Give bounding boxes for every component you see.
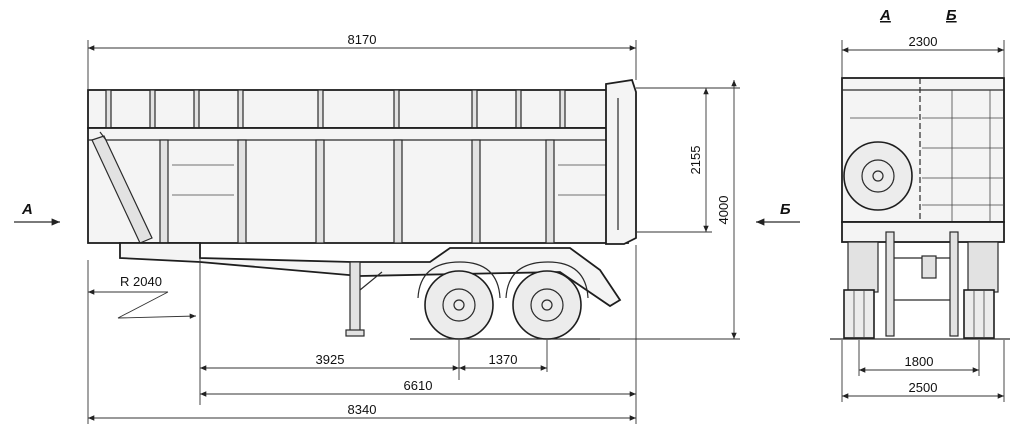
chassis-frame	[119, 242, 622, 308]
dim-axle-spacing: 1370	[489, 352, 518, 367]
side-dimensions	[87, 40, 740, 424]
dim-turn-radius: R 2040	[120, 274, 162, 289]
dim-kingpin-rear: 6610	[404, 378, 433, 393]
end-view-label-b: Б	[946, 7, 957, 24]
spare-wheel	[843, 141, 913, 211]
tailgate	[605, 78, 637, 245]
end-right-wheels	[963, 289, 995, 339]
end-view-label-a: А	[879, 7, 891, 24]
view-label-b: Б	[780, 201, 791, 218]
dim-end-track: 1800	[905, 354, 934, 369]
end-left-wheels	[843, 289, 875, 339]
dim-overall-top: 8170	[348, 32, 377, 47]
dim-overall-bottom: 8340	[348, 402, 377, 417]
dim-side-height: 2155	[688, 146, 703, 175]
hydraulic-cylinder	[91, 135, 153, 244]
upper-posts	[105, 89, 566, 129]
dim-end-width-top: 2300	[909, 34, 938, 49]
dim-kingpin-axle: 3925	[316, 352, 345, 367]
end-view	[830, 77, 1010, 340]
dim-total-height: 4000	[716, 196, 731, 225]
upper-side-board	[87, 89, 609, 129]
rear-wheels	[424, 270, 582, 340]
dim-end-width-bottom: 2500	[909, 380, 938, 395]
landing-gear	[349, 261, 361, 333]
dump-body	[87, 127, 629, 244]
side-view	[87, 78, 637, 340]
end-dimensions	[841, 40, 1005, 402]
view-label-a: А	[21, 201, 33, 218]
